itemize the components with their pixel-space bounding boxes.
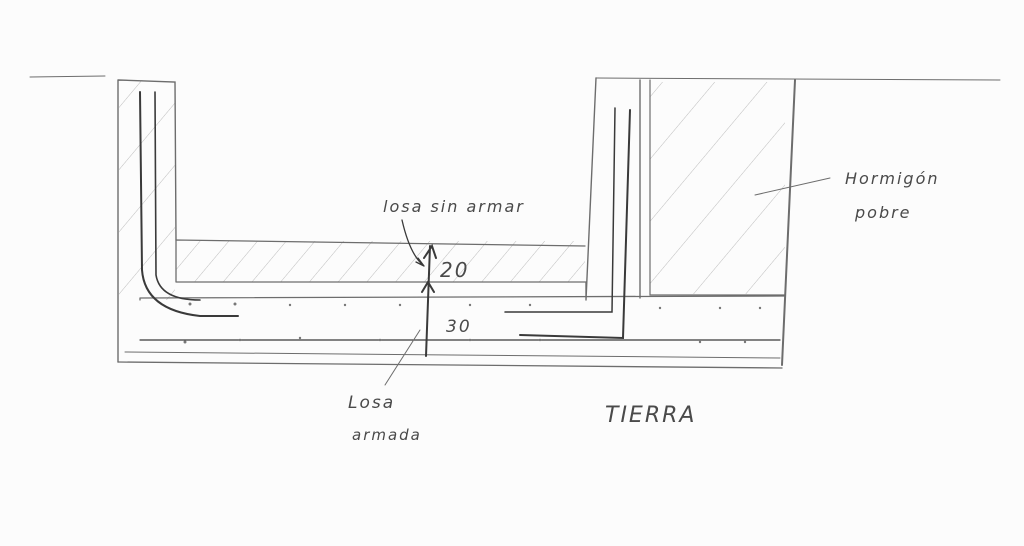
lean-concrete-block (650, 82, 785, 294)
dimension-line (421, 243, 437, 357)
left-wall-hatch (119, 80, 175, 300)
leader-unreinforced-slab (401, 219, 425, 267)
aggregate-dots (183, 302, 762, 344)
dimension-30: 30 (446, 317, 472, 337)
unreinforced-slab (176, 241, 585, 282)
leader-lean-concrete (754, 177, 831, 196)
label-reinforced-slab-1: Losa (348, 393, 395, 413)
ground-line-left (29, 75, 106, 78)
dimension-20: 20 (440, 258, 469, 282)
label-reinforced-slab-2: armada (352, 426, 422, 444)
rebar-left (139, 91, 239, 317)
left-wall (117, 79, 177, 363)
leader-reinforced-slab (384, 329, 421, 386)
reinforced-slab (117, 295, 786, 369)
label-soil: TIERRA (605, 403, 696, 428)
right-edge (781, 79, 796, 366)
rebar-right (519, 109, 631, 340)
label-lean-concrete-2: pobre (854, 203, 912, 222)
label-unreinforced-slab: losa sin armar (383, 197, 525, 216)
label-lean-concrete-1: Hormigón (845, 169, 940, 188)
ground-line-right (595, 77, 1001, 81)
